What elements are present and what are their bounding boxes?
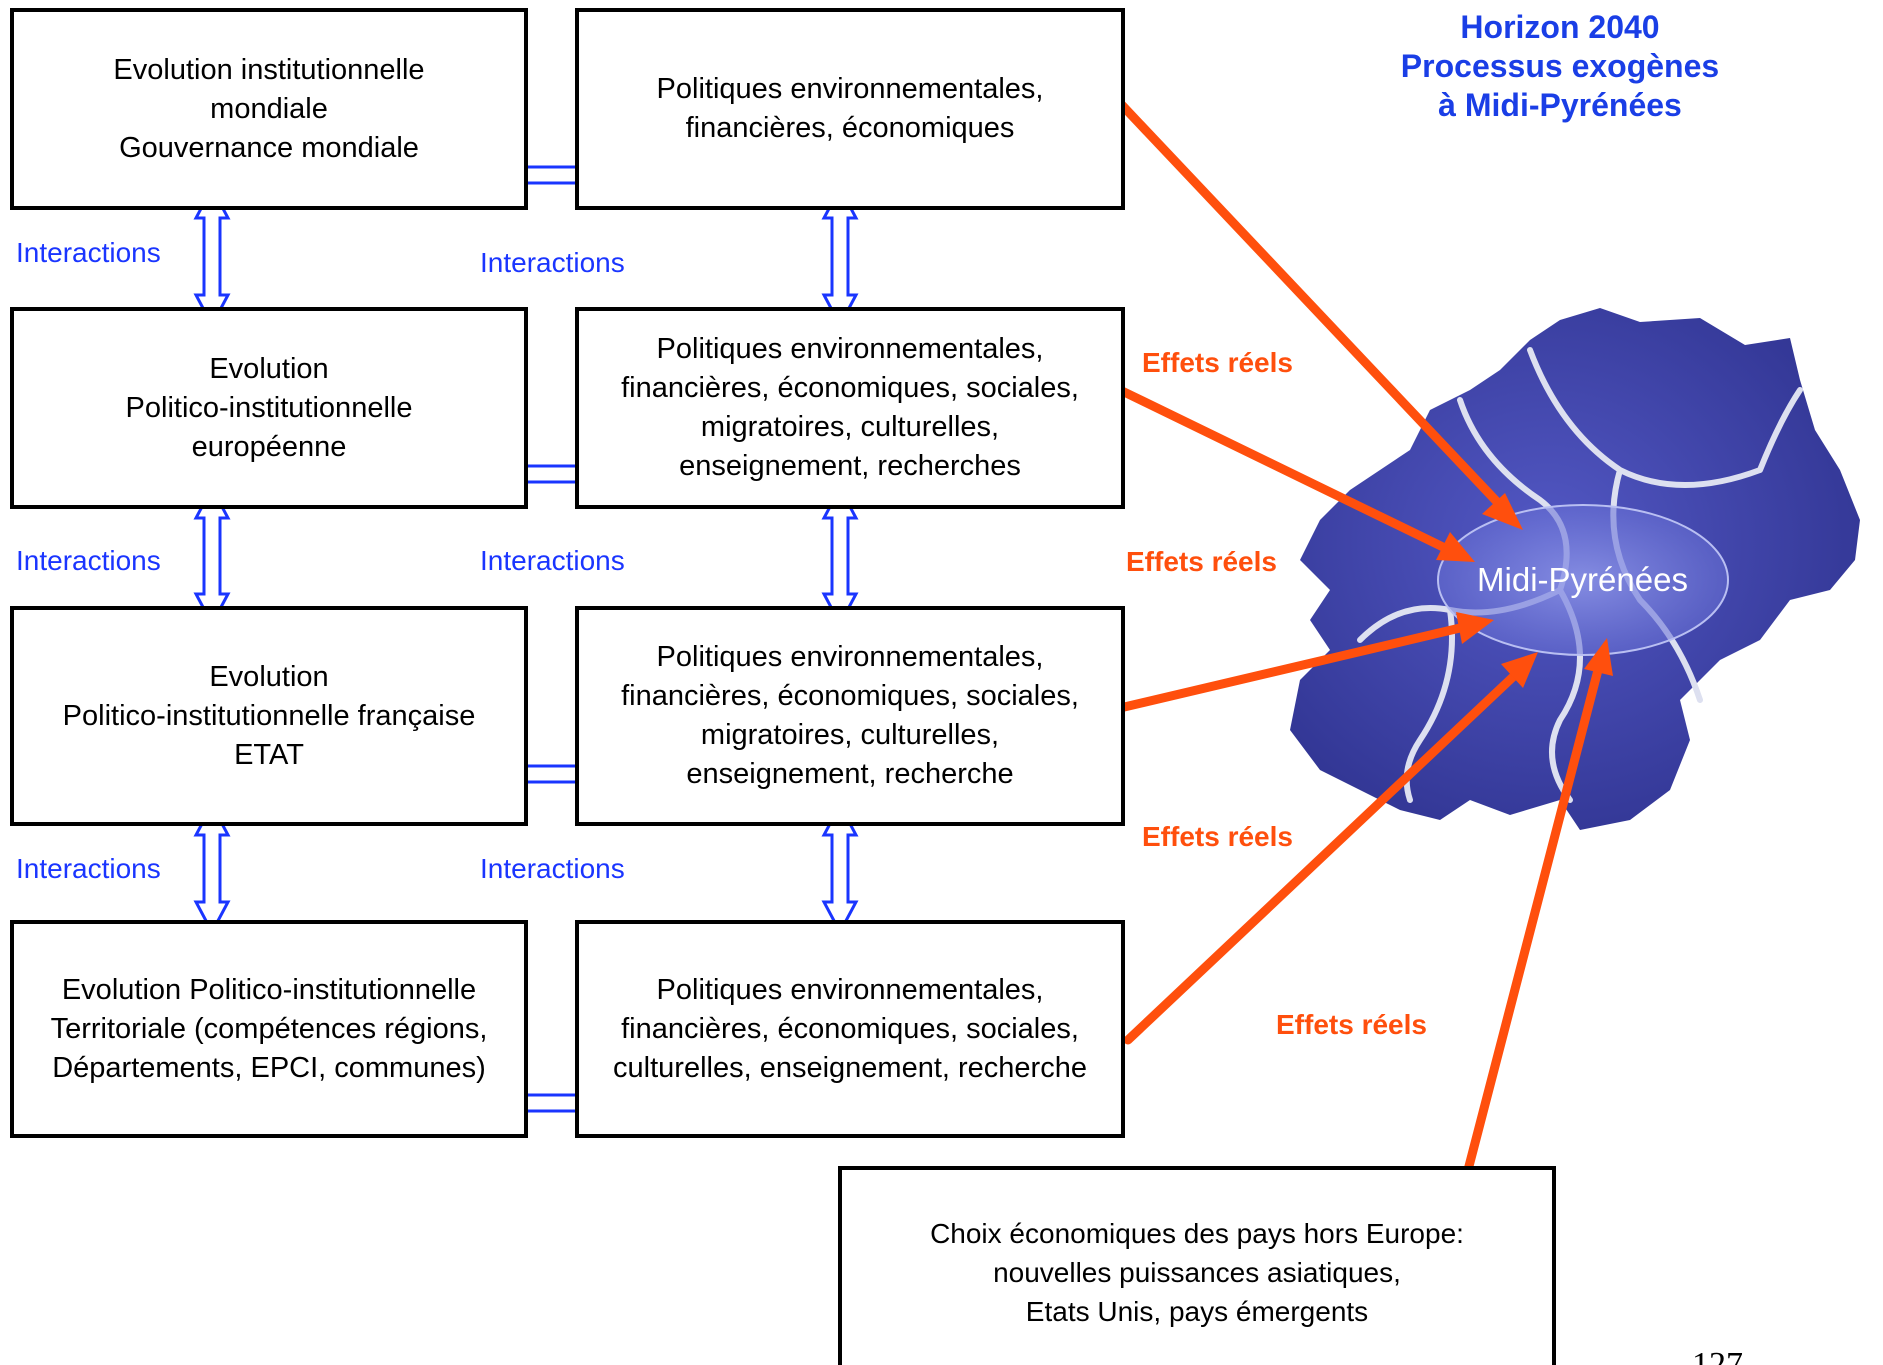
effect-arrow-2-head (1436, 532, 1475, 562)
box-global-governance: Evolution institutionnelle mondiale Gouv… (10, 8, 528, 210)
page-title: Horizon 2040 Processus exogènes à Midi-P… (1400, 9, 1720, 123)
box-policies-global-text: Politiques environnementales, financière… (656, 73, 1044, 144)
effect-arrow-1 (1115, 98, 1505, 510)
interaction-label-right-3: Interactions (480, 853, 625, 884)
box-external-choices-text: Choix économiques des pays hors Europe: … (930, 1218, 1464, 1327)
box-policies-european-text: Politiques environnementales, financière… (621, 333, 1079, 482)
effect-arrow-5 (1463, 665, 1603, 1175)
box-european-evolution: Evolution Politico-institutionnelle euro… (10, 307, 528, 509)
effect-arrow-1-head (1482, 493, 1523, 530)
box-french-evolution: Evolution Politico-institutionnelle fran… (10, 606, 528, 826)
effects-label-3: Effets réels (1142, 821, 1293, 852)
box-policies-french-text: Politiques environnementales, financière… (621, 641, 1079, 790)
effect-arrow-3 (1115, 623, 1465, 713)
page-number: 127 (1692, 1346, 1743, 1365)
box-territorial-evolution: Evolution Politico-institutionnelle Terr… (10, 920, 528, 1138)
box-territorial-evolution-text: Evolution Politico-institutionnelle Terr… (50, 973, 488, 1084)
region-label: Midi-Pyrénées (1477, 561, 1688, 598)
effects-label-1: Effets réels (1142, 347, 1293, 378)
box-policies-european: Politiques environnementales, financière… (575, 307, 1125, 509)
interaction-label-right-2: Interactions (480, 545, 625, 576)
box-french-evolution-text: Evolution Politico-institutionnelle fran… (62, 660, 476, 771)
effect-arrow-4-head (1501, 652, 1538, 688)
effect-arrows (1115, 98, 1613, 1175)
box-european-evolution-text: Evolution Politico-institutionnelle euro… (125, 352, 413, 463)
interaction-label-left-1: Interactions (16, 237, 161, 268)
interaction-label-right-1: Interactions (480, 247, 625, 278)
effect-arrow-5-head (1584, 638, 1613, 676)
box-policies-global: Politiques environnementales, financière… (575, 8, 1125, 210)
effect-arrow-3-head (1456, 612, 1494, 644)
box-policies-territorial: Politiques environnementales, financière… (575, 920, 1125, 1138)
effect-arrow-4 (1123, 670, 1520, 1045)
effects-label-2: Effets réels (1126, 546, 1277, 577)
box-global-governance-text: Evolution institutionnelle mondiale Gouv… (113, 53, 425, 164)
interaction-label-left-3: Interactions (16, 853, 161, 884)
effects-label-4: Effets réels (1276, 1009, 1427, 1040)
box-policies-french: Politiques environnementales, financière… (575, 606, 1125, 826)
interaction-label-left-2: Interactions (16, 545, 161, 576)
effect-arrow-2 (1115, 385, 1450, 553)
region-oval (1437, 504, 1729, 656)
box-policies-territorial-text: Politiques environnementales, financière… (613, 973, 1087, 1084)
box-external-choices: Choix économiques des pays hors Europe: … (838, 1166, 1556, 1365)
